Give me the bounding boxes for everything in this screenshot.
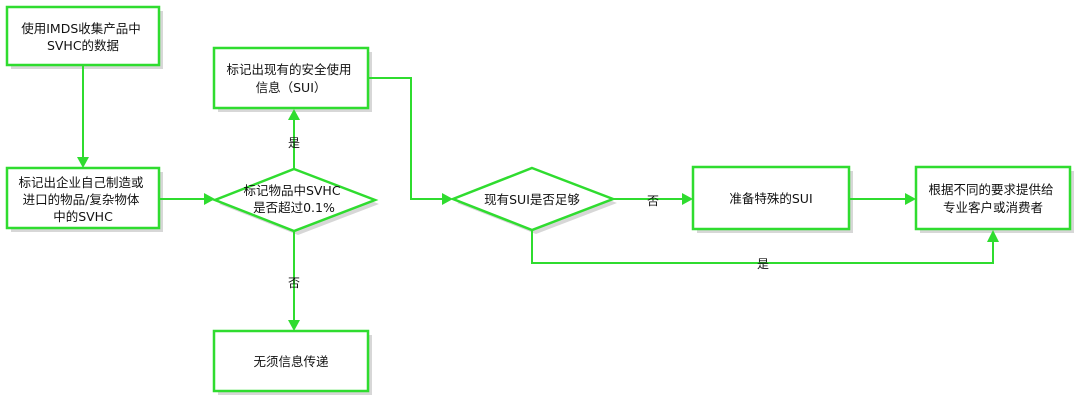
node-mark-svhc-in-items-line-3: 中的SVHC (53, 209, 113, 224)
decision-over-threshold: 标记物品中SVHC 是否超过0.1% (211, 167, 379, 235)
decision-sui-enough-line-1: 现有SUI是否足够 (484, 192, 580, 207)
node-mark-svhc-in-items-line-1: 标记出企业自己制造或 (19, 175, 145, 190)
edge-label-threshold-yes: 是 (288, 136, 300, 150)
arrowhead-up-icon (288, 109, 300, 120)
decision-over-threshold-line-2: 是否超过0.1% (253, 200, 335, 215)
node-provide-to-customers-line-1: 根据不同的要求提供给 (929, 182, 1054, 197)
arrowhead-up-icon (987, 230, 999, 242)
decision-sui-enough-text: 现有SUI是否足够 (484, 192, 580, 207)
arrowhead-down-icon (77, 157, 89, 168)
decision-sui-enough: 现有SUI是否足够 (449, 166, 617, 234)
node-collect-data-text: 使用IMDS收集产品中 SVHC的数据 (21, 21, 145, 53)
edge-sui-to-decision (368, 77, 453, 205)
node-no-info-transfer-text: 无须信息传递 (253, 354, 329, 369)
node-no-info-transfer: 无须信息传递 (212, 329, 372, 395)
node-collect-data: 使用IMDS收集产品中 SVHC的数据 (5, 5, 163, 69)
edge-label-sui-enough-no: 否 (647, 194, 659, 208)
node-provide-to-customers: 根据不同的要求提供给 专业客户或消费者 (914, 165, 1074, 233)
node-provide-to-customers-text: 根据不同的要求提供给 专业客户或消费者 (929, 182, 1058, 215)
node-prepare-special-sui-text: 准备特殊的SUI (729, 191, 812, 206)
arrowhead-right-icon (905, 193, 916, 205)
edge-mark-to-threshold (159, 193, 215, 205)
edge-collect-to-mark (77, 65, 89, 168)
node-provide-to-customers-line-2: 专业客户或消费者 (943, 200, 1043, 215)
node-mark-existing-sui-line-2: 信息（SUI） (256, 80, 327, 95)
node-mark-existing-sui-text: 标记出现有的安全使用 信息（SUI） (227, 62, 356, 95)
edge-threshold-yes (288, 109, 300, 169)
edge-label-threshold-no: 否 (288, 276, 300, 290)
node-no-info-transfer-line-1: 无须信息传递 (253, 354, 329, 369)
node-prepare-special-sui-line-1: 准备特殊的SUI (729, 191, 812, 206)
arrowhead-right-icon (682, 193, 693, 205)
arrowhead-right-icon (204, 193, 215, 205)
edge-sui-enough-yes (531, 230, 999, 264)
node-mark-existing-sui: 标记出现有的安全使用 信息（SUI） (212, 46, 372, 112)
edge-sui-enough-no (613, 193, 693, 205)
node-mark-svhc-in-items-line-2: 进口的物品/复杂物体 (23, 192, 140, 207)
node-mark-svhc-in-items-text: 标记出企业自己制造或 进口的物品/复杂物体 中的SVHC (19, 175, 148, 224)
node-prepare-special-sui: 准备特殊的SUI (691, 165, 853, 233)
node-mark-svhc-in-items: 标记出企业自己制造或 进口的物品/复杂物体 中的SVHC (5, 166, 163, 232)
node-collect-data-line-2: SVHC的数据 (47, 38, 119, 53)
arrowhead-right-icon (442, 193, 453, 205)
decision-over-threshold-text: 标记物品中SVHC 是否超过0.1% (243, 183, 344, 215)
edge-threshold-no (288, 231, 300, 331)
decision-over-threshold-line-1: 标记物品中SVHC (243, 183, 340, 198)
arrowhead-down-icon (288, 320, 300, 331)
edge-prepare-to-provide (849, 193, 916, 205)
node-collect-data-line-1: 使用IMDS收集产品中 (21, 21, 141, 36)
node-mark-existing-sui-line-1: 标记出现有的安全使用 (227, 62, 352, 77)
edge-label-sui-enough-yes: 是 (757, 257, 769, 271)
